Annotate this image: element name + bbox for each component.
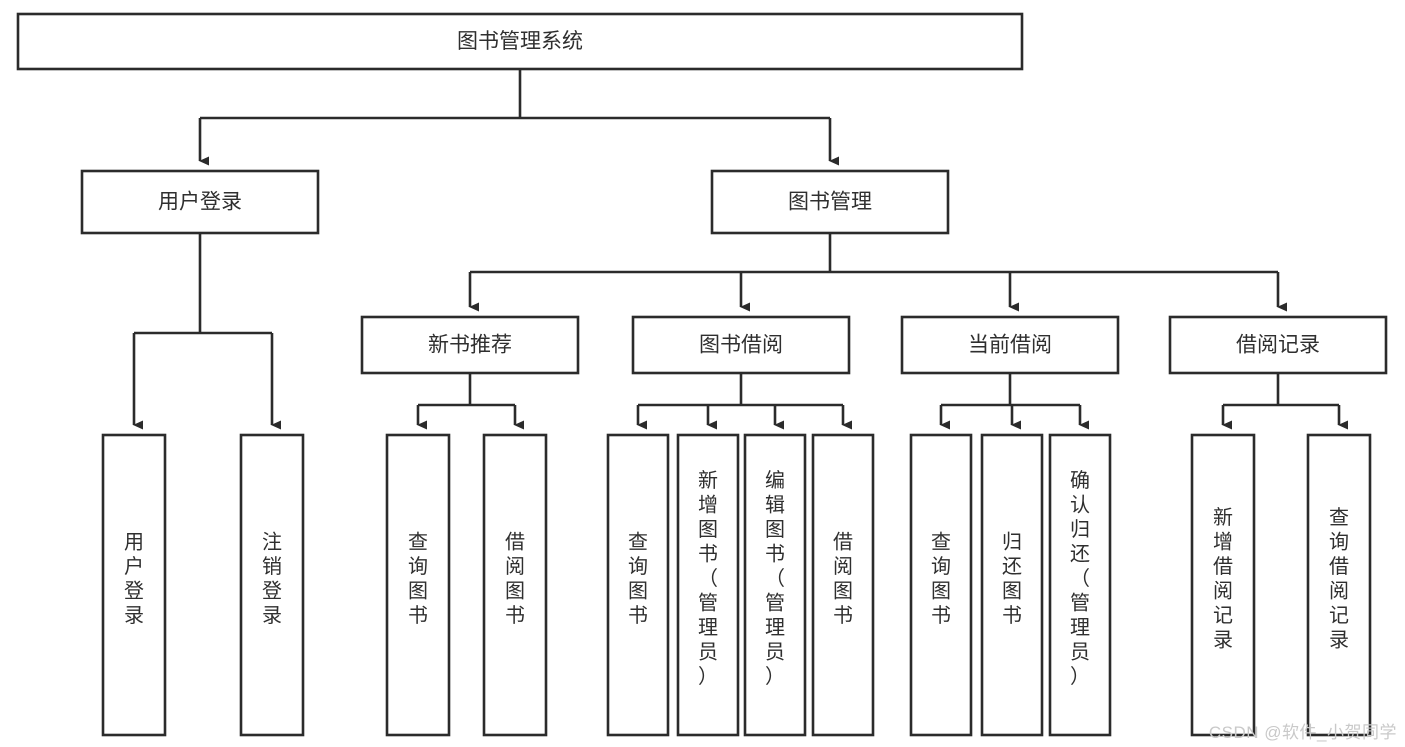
node-box-leaf-query-book[interactable]	[606, 433, 670, 737]
node-user-login[interactable]: 用户登录	[80, 169, 320, 235]
node-label-root: 图书管理系统	[457, 30, 583, 53]
node-leaf-query-book[interactable]: 查询图书	[606, 433, 670, 737]
node-box-user-login[interactable]	[80, 169, 320, 235]
node-leaf-borrow-book[interactable]: 借阅图书	[811, 433, 875, 737]
node-leaf-return-book[interactable]: 归还图书	[980, 433, 1044, 737]
node-box-leaf-edit-book[interactable]	[743, 433, 807, 737]
node-new-book-rec[interactable]: 新书推荐	[360, 315, 580, 375]
node-leaf-logout[interactable]: 注销登录	[239, 433, 305, 737]
node-leaf-borrow-book-rec[interactable]: 借阅图书	[482, 433, 548, 737]
node-leaf-confirm-return[interactable]: 确认归还（管理员）	[1048, 433, 1112, 737]
node-box-leaf-query-current[interactable]	[909, 433, 973, 737]
node-label-leaf-logout: 注销登录	[262, 530, 282, 627]
connector-group-book-manage	[468, 233, 1287, 312]
node-leaf-query-book-rec[interactable]: 查询图书	[385, 433, 451, 737]
node-label-leaf-add-book: 新增图书（管理员）	[698, 469, 718, 688]
node-leaf-query-record[interactable]: 查询借阅记录	[1306, 433, 1372, 737]
node-box-leaf-query-book-rec[interactable]	[385, 433, 451, 737]
node-leaf-user-login[interactable]: 用户登录	[101, 433, 167, 737]
node-label-leaf-borrow-book: 借阅图书	[833, 530, 853, 627]
node-box-current-borrow[interactable]	[900, 315, 1120, 375]
node-box-leaf-query-record[interactable]	[1306, 433, 1372, 737]
connector-group-root	[198, 69, 839, 166]
node-label-book-borrow: 图书借阅	[699, 334, 783, 357]
node-label-leaf-query-book-rec: 查询图书	[408, 530, 428, 627]
node-label-leaf-add-record: 新增借阅记录	[1213, 506, 1233, 652]
node-root[interactable]: 图书管理系统	[16, 12, 1024, 71]
connector-group-user-login	[132, 233, 281, 430]
node-box-leaf-confirm-return[interactable]	[1048, 433, 1112, 737]
node-box-leaf-logout[interactable]	[239, 433, 305, 737]
node-box-leaf-return-book[interactable]	[980, 433, 1044, 737]
node-book-borrow[interactable]: 图书借阅	[631, 315, 851, 375]
node-box-book-borrow[interactable]	[631, 315, 851, 375]
csdn-watermark: CSDN @软件_小贺同学	[1208, 723, 1397, 742]
connector-group-current-borrow	[939, 373, 1089, 430]
node-label-leaf-query-book: 查询图书	[628, 530, 648, 627]
node-label-current-borrow: 当前借阅	[968, 334, 1052, 357]
connector-group-borrow-record	[1221, 373, 1348, 430]
node-label-leaf-edit-book: 编辑图书（管理员）	[765, 469, 785, 688]
node-borrow-record[interactable]: 借阅记录	[1168, 315, 1388, 375]
node-leaf-add-book[interactable]: 新增图书（管理员）	[676, 433, 740, 737]
node-label-book-manage: 图书管理	[788, 191, 872, 214]
node-box-leaf-add-book[interactable]	[676, 433, 740, 737]
connector-group-new-book-rec	[416, 373, 524, 430]
node-box-leaf-borrow-book[interactable]	[811, 433, 875, 737]
node-book-manage[interactable]: 图书管理	[710, 169, 950, 235]
node-box-root[interactable]	[16, 12, 1024, 71]
node-box-leaf-borrow-book-rec[interactable]	[482, 433, 548, 737]
node-leaf-edit-book[interactable]: 编辑图书（管理员）	[743, 433, 807, 737]
node-label-user-login: 用户登录	[158, 191, 242, 214]
node-label-borrow-record: 借阅记录	[1236, 334, 1320, 357]
node-leaf-query-current[interactable]: 查询图书	[909, 433, 973, 737]
node-label-leaf-query-current: 查询图书	[931, 530, 951, 627]
node-leaf-add-record[interactable]: 新增借阅记录	[1190, 433, 1256, 737]
node-label-new-book-rec: 新书推荐	[428, 334, 512, 357]
node-label-leaf-query-record: 查询借阅记录	[1329, 506, 1349, 652]
connector-layer	[132, 69, 1348, 430]
node-current-borrow[interactable]: 当前借阅	[900, 315, 1120, 375]
node-box-leaf-add-record[interactable]	[1190, 433, 1256, 737]
node-label-leaf-confirm-return: 确认归还（管理员）	[1070, 469, 1090, 688]
node-label-leaf-return-book: 归还图书	[1002, 530, 1022, 627]
node-box-new-book-rec[interactable]	[360, 315, 580, 375]
node-layer: 图书管理系统用户登录图书管理新书推荐图书借阅当前借阅借阅记录用户登录注销登录查询…	[16, 12, 1388, 737]
node-box-borrow-record[interactable]	[1168, 315, 1388, 375]
node-box-book-manage[interactable]	[710, 169, 950, 235]
node-box-leaf-user-login[interactable]	[101, 433, 167, 737]
node-label-leaf-borrow-book-rec: 借阅图书	[505, 530, 525, 627]
node-label-leaf-user-login: 用户登录	[124, 531, 144, 627]
connector-group-book-borrow	[636, 373, 852, 430]
